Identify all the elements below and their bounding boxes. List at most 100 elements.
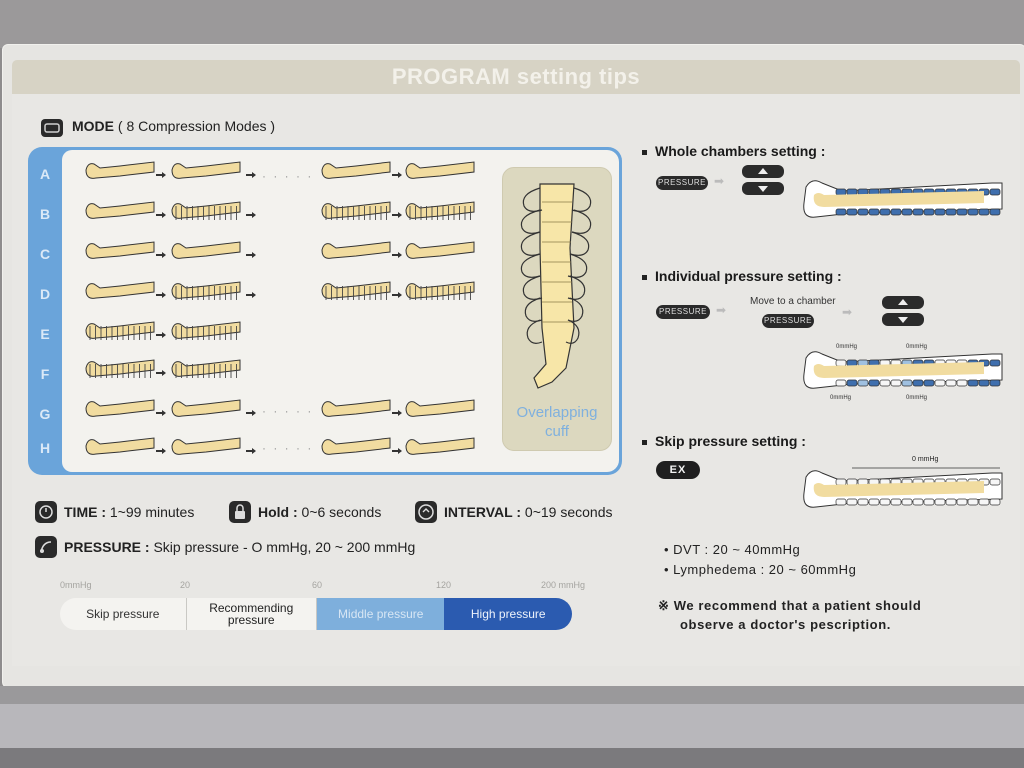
leg-symbol xyxy=(405,241,475,259)
leg-symbol xyxy=(171,281,241,300)
time-spec: TIME : 1~99 minutes xyxy=(64,504,194,520)
note-line1: ※ We recommend that a patient should xyxy=(658,598,922,613)
up-arrow-icon xyxy=(882,296,924,309)
overlap-label-line1: Overlapping xyxy=(516,404,598,421)
leg-symbol xyxy=(85,437,155,455)
leg-symbol xyxy=(85,399,155,417)
interval-value: 0~19 seconds xyxy=(524,504,613,520)
overlapping-cuff-illustration xyxy=(520,183,592,389)
bullet-square xyxy=(642,274,647,280)
pressure-value: Skip pressure - O mmHg, 20 ~ 200 mmHg xyxy=(153,539,416,555)
segment-high-pressure: High pressure xyxy=(444,598,572,630)
bullet-dvt: • DVT : 20 ~ 40mmHg xyxy=(664,542,801,557)
individual-chambers-leg xyxy=(803,351,1003,389)
dvt-range: DVT : 20 ~ 40mmHg xyxy=(673,542,801,557)
leg-symbol xyxy=(171,437,241,455)
panel-title: PROGRAM setting tips xyxy=(12,60,1020,94)
mode-letter-column: A B C D E F G H xyxy=(28,150,62,472)
skip-zero-label: 0 mmHg xyxy=(912,456,939,463)
leg-symbol xyxy=(405,399,475,417)
note-line2: observe a doctor's pescription. xyxy=(680,617,891,632)
sequence-arrow-icon xyxy=(246,172,256,178)
zero-label-bottom-1: 0mmHg xyxy=(830,395,852,401)
pressure-label: PRESSURE : xyxy=(64,539,150,555)
timer-icon xyxy=(35,501,57,523)
sequence-arrow-icon xyxy=(156,332,166,338)
zero-label-top-2: 0mmHg xyxy=(906,344,928,350)
time-label: TIME : xyxy=(64,504,106,520)
pressure-spec: PRESSURE : Skip pressure - O mmHg, 20 ~ … xyxy=(64,539,415,555)
sequence-arrow-icon xyxy=(156,292,166,298)
leg-symbol xyxy=(321,161,391,179)
segment-skip-pressure: Skip pressure xyxy=(60,598,187,630)
sequence-arrow-icon xyxy=(156,370,166,376)
down-arrow-icon xyxy=(742,182,784,195)
sequence-arrow-icon xyxy=(246,252,256,258)
scale-tick-200: 200 mmHg xyxy=(541,580,586,590)
leg-symbol xyxy=(321,437,391,455)
flow-arrow-icon: ➡ xyxy=(842,305,853,319)
pressure-range-bar: Skip pressure Recommending pressure Midd… xyxy=(60,598,572,630)
hold-spec: Hold : 0~6 seconds xyxy=(258,504,381,520)
bullet-square xyxy=(642,439,647,445)
mode-letter-d: D xyxy=(39,286,51,302)
leg-symbol xyxy=(85,161,155,179)
zero-label-top-1: 0mmHg xyxy=(836,344,858,350)
hold-value: 0~6 seconds xyxy=(301,504,382,520)
leg-symbol xyxy=(405,281,475,300)
leg-symbol xyxy=(171,161,241,179)
sequence-arrow-icon xyxy=(392,172,402,178)
scale-tick-60: 60 xyxy=(312,580,323,590)
interval-spec: INTERVAL : 0~19 seconds xyxy=(444,504,612,520)
mode-subtitle: ( 8 Compression Modes ) xyxy=(117,118,276,134)
whole-chambers-title: Whole chambers setting : xyxy=(655,143,826,159)
zero-label-bottom-2: 0mmHg xyxy=(906,395,928,401)
mode-title: MODE xyxy=(72,118,114,134)
mode-letter-f: F xyxy=(40,366,50,382)
whole-chambers-heading: Whole chambers setting : xyxy=(642,143,825,159)
skip-chambers-leg xyxy=(803,470,1003,508)
leg-symbol xyxy=(85,241,155,259)
mode-letter-g: G xyxy=(39,406,51,422)
mode-icon xyxy=(41,119,63,137)
sequence-arrow-icon xyxy=(156,212,166,218)
up-arrow-icon xyxy=(742,165,784,178)
overlapping-cuff-label: Overlapping cuff xyxy=(502,403,612,441)
leg-symbol xyxy=(171,241,241,259)
sequence-arrow-icon xyxy=(392,292,402,298)
leg-symbol xyxy=(321,241,391,259)
flow-arrow-icon: ➡ xyxy=(714,174,725,188)
bullet-lymphedema: • Lymphedema : 20 ~ 60mmHg xyxy=(664,562,857,577)
mode-letter-e: E xyxy=(40,326,50,342)
sequence-dots-g: · · · · · xyxy=(262,404,314,418)
sequence-arrow-icon xyxy=(392,448,402,454)
sequence-arrow-icon xyxy=(392,252,402,258)
leg-symbol xyxy=(85,359,155,378)
leg-symbol xyxy=(171,399,241,417)
interval-icon xyxy=(415,501,437,523)
device-rail xyxy=(0,704,1024,748)
leg-symbol xyxy=(321,201,391,220)
ex-button: EX xyxy=(656,461,700,479)
leg-symbol xyxy=(321,281,391,300)
scale-tick-0: 0mmHg xyxy=(60,580,92,590)
sequence-arrow-icon xyxy=(392,212,402,218)
mode-letter-c: C xyxy=(39,246,51,262)
individual-heading: Individual pressure setting : xyxy=(642,268,842,284)
device-top-edge xyxy=(0,0,1024,48)
mode-letter-b: B xyxy=(39,206,51,222)
leg-symbol xyxy=(171,321,241,340)
device-rail-shadow xyxy=(0,748,1024,768)
sequence-arrow-icon xyxy=(156,410,166,416)
mode-letter-h: H xyxy=(39,440,51,456)
sequence-arrow-icon xyxy=(246,410,256,416)
sequence-arrow-icon xyxy=(246,292,256,298)
leg-symbol xyxy=(405,161,475,179)
leg-symbol xyxy=(85,201,155,219)
chamber-pressure-button: PRESSURE xyxy=(762,314,814,328)
segment-recommending-pressure: Recommending pressure xyxy=(186,598,317,630)
skip-heading: Skip pressure setting : xyxy=(642,433,806,449)
leg-symbol xyxy=(405,201,475,220)
